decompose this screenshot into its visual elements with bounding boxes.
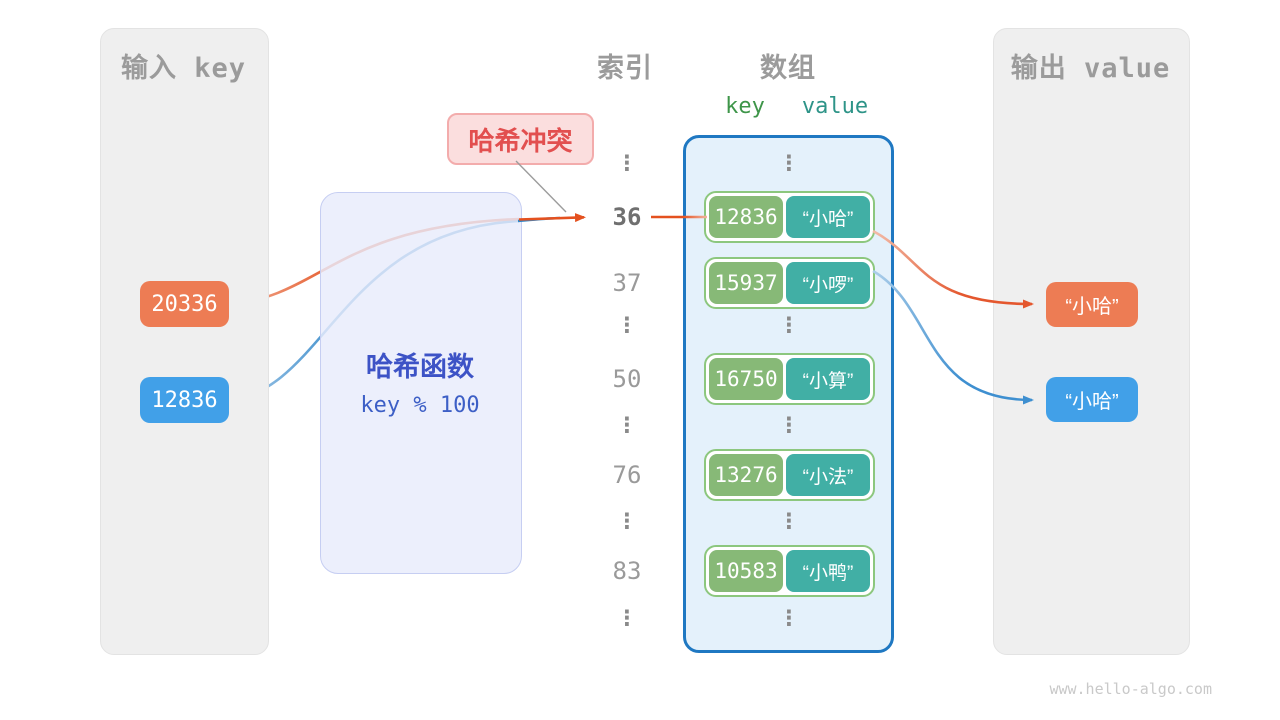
index-ellipsis: ⋮ (616, 413, 638, 437)
array-key: 10583 (709, 550, 783, 592)
index-83: 83 (612, 557, 642, 585)
input-panel (100, 28, 269, 655)
array-key: 16750 (709, 358, 783, 400)
arrow-hash-to-index36 (518, 213, 586, 223)
array-header-value: value (801, 94, 869, 119)
array-column-title: 数组 (760, 53, 816, 84)
index-36: 36 (612, 203, 642, 231)
array-row-50: 16750 “小算” (704, 353, 875, 405)
index-ellipsis: ⋮ (616, 313, 638, 337)
output-value-blue: “小哈” (1046, 377, 1138, 422)
array-row-76: 13276 “小法” (704, 449, 875, 501)
index-column-title: 索引 (597, 53, 653, 84)
array-value: “小鸭” (786, 550, 870, 592)
array-row-36: 12836 “小哈” (704, 191, 875, 243)
array-row-37: 15937 “小啰” (704, 257, 875, 309)
arrow-row37-to-output (872, 269, 1034, 405)
arrow-row36-to-output (872, 229, 1034, 309)
output-panel-title: 输出 value (1010, 53, 1171, 84)
hash-function-box (320, 192, 522, 574)
array-key: 15937 (709, 262, 783, 304)
array-header-key: key (725, 94, 765, 119)
array-key: 13276 (709, 454, 783, 496)
index-ellipsis: ⋮ (616, 509, 638, 533)
watermark: www.hello-algo.com (1049, 680, 1212, 698)
array-ellipsis: ⋮ (778, 313, 800, 337)
hash-function-formula: key % 100 (360, 393, 480, 418)
array-ellipsis: ⋮ (778, 413, 800, 437)
index-37: 37 (612, 269, 642, 297)
array-value: “小法” (786, 454, 870, 496)
array-ellipsis: ⋮ (778, 606, 800, 630)
input-panel-title: 输入 key (120, 53, 247, 84)
array-row-83: 10583 “小鸭” (704, 545, 875, 597)
index-ellipsis: ⋮ (616, 606, 638, 630)
collision-pointer-line (515, 160, 567, 213)
output-panel (993, 28, 1190, 655)
array-ellipsis: ⋮ (778, 151, 800, 175)
hash-function-title: 哈希函数 (366, 352, 474, 382)
array-key: 12836 (709, 196, 783, 238)
array-ellipsis: ⋮ (778, 509, 800, 533)
index-50: 50 (612, 365, 642, 393)
index-ellipsis: ⋮ (616, 151, 638, 175)
input-key-12836: 12836 (140, 377, 229, 423)
index-76: 76 (612, 461, 642, 489)
output-value-orange: “小哈” (1046, 282, 1138, 327)
array-value: “小哈” (786, 196, 870, 238)
array-value: “小算” (786, 358, 870, 400)
hash-collision-label: 哈希冲突 (447, 113, 594, 165)
input-key-20336: 20336 (140, 281, 229, 327)
array-value: “小啰” (786, 262, 870, 304)
